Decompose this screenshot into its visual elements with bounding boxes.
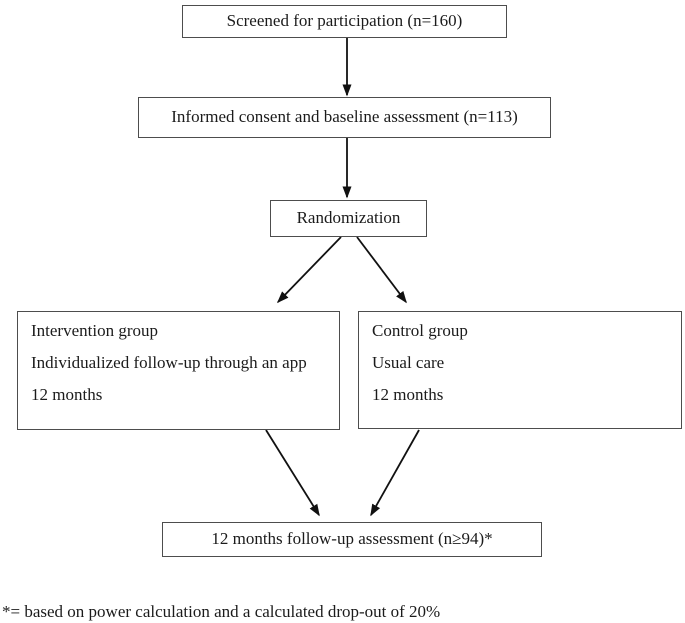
- box-followup-label: 12 months follow-up assessment (n≥94)*: [211, 529, 493, 549]
- box-randomization-label: Randomization: [296, 208, 401, 228]
- intervention-group-line: Intervention group: [31, 321, 158, 340]
- box-screened: Screened for participation (n=160): [182, 5, 507, 38]
- control-duration-line: 12 months: [372, 385, 444, 404]
- box-consent: Informed consent and baseline assessment…: [138, 97, 551, 138]
- control-group-line: Control group: [372, 321, 468, 340]
- control-description-line: Usual care: [372, 353, 445, 372]
- footnote: *= based on power calculation and a calc…: [2, 602, 441, 621]
- box-intervention: Intervention group Individualized follow…: [17, 311, 340, 430]
- arrow-randomization-to-intervention: [276, 236, 342, 304]
- arrow-randomization-to-control: [356, 236, 407, 304]
- intervention-description-line: Individualized follow-up through an app: [31, 353, 307, 372]
- box-randomization: Randomization: [270, 200, 427, 237]
- intervention-duration-line: 12 months: [31, 385, 103, 404]
- box-screened-label: Screened for participation (n=160): [226, 11, 463, 31]
- arrow-intervention-to-followup: [265, 429, 320, 517]
- arrow-control-to-followup: [370, 429, 420, 517]
- box-followup: 12 months follow-up assessment (n≥94)*: [162, 522, 542, 557]
- box-control: Control group Usual care 12 months: [358, 311, 682, 429]
- box-consent-label: Informed consent and baseline assessment…: [171, 107, 518, 127]
